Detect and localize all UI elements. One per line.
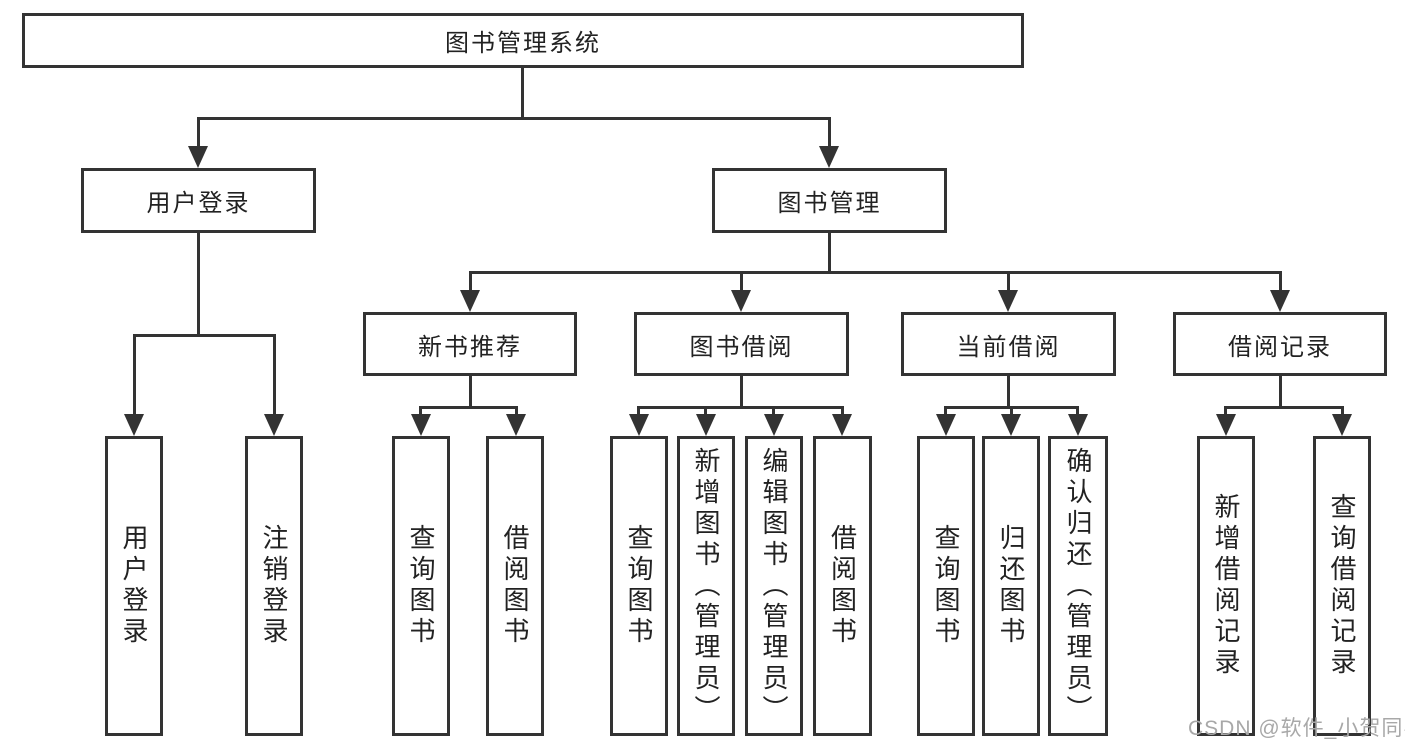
edge-drop-query-books-2 [637, 406, 640, 418]
arrowhead-edit-book-admin [764, 414, 784, 436]
arrowhead-borrow-books-2 [832, 414, 852, 436]
edge-drop-borrow-records [1279, 271, 1282, 294]
node-leaf-query-books-3: 查询图书 [917, 436, 975, 736]
edge-borrow-records-branch [1224, 406, 1344, 409]
arrowhead-add-book-admin [696, 414, 716, 436]
arrowhead-borrow-books-1 [506, 414, 526, 436]
arrowhead-return-book [1001, 414, 1021, 436]
node-book-borrowing: 图书借阅 [634, 312, 849, 376]
edge-drop-new-book [469, 271, 472, 294]
edge-drop-current-borrowing [1007, 271, 1010, 294]
arrowhead-leaf-user-login [124, 414, 144, 436]
node-leaf-add-book-admin: 新增图书（管理员） [677, 436, 735, 736]
arrowhead-add-borrow-record [1216, 414, 1236, 436]
arrowhead-new-book [460, 290, 480, 312]
edge-drop-confirm-return [1076, 406, 1079, 418]
node-leaf-confirm-return-admin: 确认归还（管理员） [1048, 436, 1108, 736]
edge-book-management-stem [828, 233, 831, 273]
edge-user-login-branch [133, 334, 276, 337]
edge-drop-user-login [197, 117, 200, 150]
edge-drop-return-book [1010, 406, 1013, 418]
edge-drop-borrow-books-2 [841, 406, 844, 418]
node-current-borrowing: 当前借阅 [901, 312, 1116, 376]
edge-book-management-branch [469, 271, 1282, 274]
edge-drop-add-book-admin [704, 406, 707, 418]
edge-drop-book-management [828, 117, 831, 150]
node-user-login: 用户登录 [81, 168, 316, 233]
node-leaf-logout: 注销登录 [245, 436, 303, 736]
edge-drop-query-books-1 [419, 406, 422, 418]
edge-drop-leaf-user-login [133, 334, 136, 418]
node-leaf-borrow-books-2: 借阅图书 [813, 436, 872, 736]
node-leaf-add-borrow-record: 新增借阅记录 [1197, 436, 1255, 736]
node-borrow-records: 借阅记录 [1173, 312, 1387, 376]
node-leaf-query-books-1: 查询图书 [392, 436, 450, 736]
node-book-management: 图书管理 [712, 168, 947, 233]
edge-user-login-stem [197, 233, 200, 336]
edge-drop-borrow-books-1 [515, 406, 518, 418]
node-leaf-query-books-2: 查询图书 [610, 436, 668, 736]
arrowhead-current-borrowing [998, 290, 1018, 312]
edge-drop-query-borrow-record [1341, 406, 1344, 418]
node-leaf-return-book: 归还图书 [982, 436, 1040, 736]
arrowhead-book-borrowing [731, 290, 751, 312]
edge-drop-edit-book-admin [772, 406, 775, 418]
edge-drop-query-books-3 [944, 406, 947, 418]
node-leaf-borrow-books-1: 借阅图书 [486, 436, 544, 736]
edge-drop-add-borrow-record [1224, 406, 1227, 418]
arrowhead-book-management [819, 146, 839, 168]
arrowhead-confirm-return [1068, 414, 1088, 436]
node-leaf-query-borrow-record: 查询借阅记录 [1313, 436, 1371, 736]
arrowhead-borrow-records [1270, 290, 1290, 312]
edge-new-book-branch [419, 406, 518, 409]
edge-root-branch [197, 117, 831, 120]
edge-book-borrowing-branch [637, 406, 844, 409]
arrowhead-query-borrow-record [1332, 414, 1352, 436]
edge-drop-leaf-logout [273, 334, 276, 418]
edge-drop-book-borrowing [740, 271, 743, 294]
csdn-watermark: CSDN @软件_小贺同学 [1188, 717, 1405, 740]
node-new-book-recommend: 新书推荐 [363, 312, 577, 376]
arrowhead-query-books-2 [629, 414, 649, 436]
node-leaf-edit-book-admin: 编辑图书（管理员） [745, 436, 803, 736]
arrowhead-leaf-logout [264, 414, 284, 436]
node-leaf-user-login: 用户登录 [105, 436, 163, 736]
arrowhead-user-login [188, 146, 208, 168]
edge-book-borrowing-stem [740, 376, 743, 408]
edge-new-book-stem [469, 376, 472, 408]
arrowhead-query-books-3 [936, 414, 956, 436]
edge-root-stem [521, 68, 524, 118]
arrowhead-query-books-1 [411, 414, 431, 436]
node-root: 图书管理系统 [22, 13, 1024, 68]
edge-borrow-records-stem [1279, 376, 1282, 408]
edge-current-borrowing-stem [1007, 376, 1010, 408]
